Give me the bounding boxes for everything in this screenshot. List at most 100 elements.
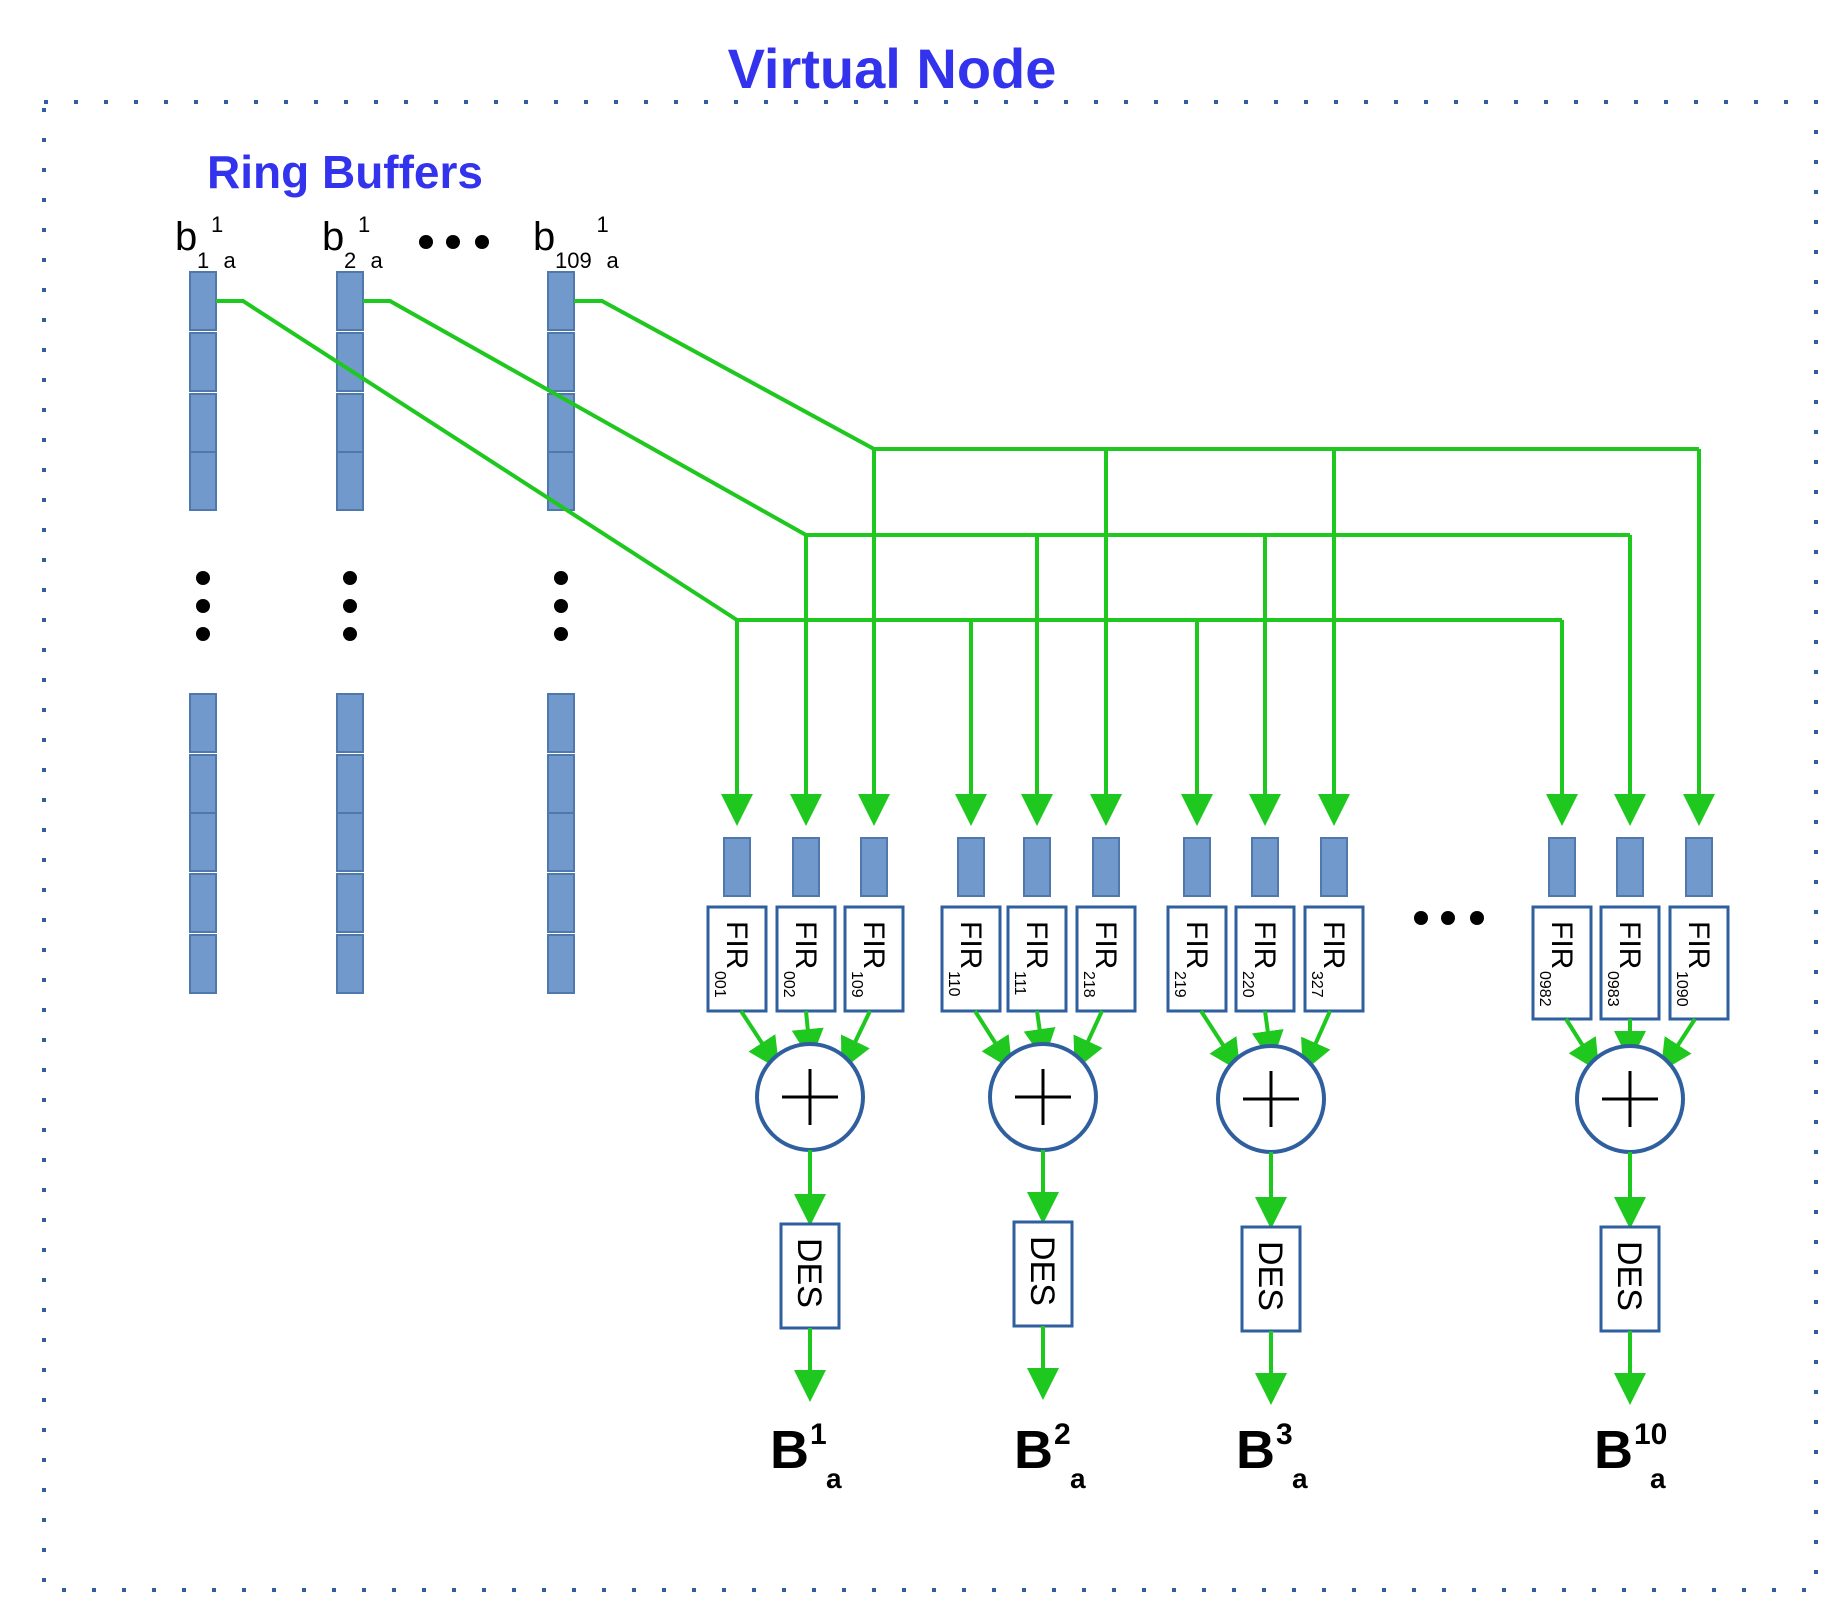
des-box [779,1222,841,1330]
wire-fir-to-sum [739,1009,780,1070]
des-label: DES [1610,1241,1648,1311]
buffer-cell [336,873,364,933]
buffer-label-sup: 1 [211,212,223,237]
wire-fir-to-sum [1564,1017,1600,1072]
fir-label-text: FIR [1089,921,1122,969]
fir-label-text: FIR [1613,921,1646,969]
wire-fir-to-sum [1199,1009,1241,1072]
buffer-cell [336,393,364,453]
fir-label-sub: 218 [1080,971,1097,998]
output-label-base: B [1236,1420,1275,1480]
buffer-label-sub: 1 [197,248,209,273]
buffer-cell [547,812,575,872]
fir-label-sub: 220 [1239,971,1256,998]
buffer-label-sup: 1 [358,212,370,237]
buffer-dot [343,599,357,613]
fir-label-sub: 111 [1011,971,1028,995]
buffer-cell [547,873,575,933]
buffer-cell [189,812,217,872]
fir-box [706,905,768,1013]
buffer-cell [189,754,217,814]
buffer-label-sub2: a [607,248,620,273]
buffer-label-sub2: a [224,248,237,273]
output-label-sub: a [1650,1463,1666,1494]
buffer-cell [189,873,217,933]
buffer-label-base: b [322,215,344,259]
ring-buffer-column [547,271,575,994]
fir-input-cell [1548,837,1576,897]
output-label-sub: a [1292,1463,1308,1494]
fir-label-text: FIR [1248,921,1281,969]
fir-label-sub: 002 [780,971,797,998]
des-label: DES [1023,1236,1061,1306]
des-label-text: DES [790,1238,828,1308]
fir-box [1006,905,1068,1013]
fir-label-text: FIR [720,921,753,969]
fir-label-sub: 001 [711,971,728,998]
fir-label-text: FIR [1020,921,1053,969]
fir-label: FIR 001 [711,921,753,998]
fir-label: FIR 111 [1011,921,1053,995]
fir-input-cell [1023,837,1051,897]
fir-box [1075,905,1137,1013]
buffer-label-sub: 2 [344,248,356,273]
buffer-dot [196,599,210,613]
des-label-text: DES [1251,1241,1289,1311]
output-label-sup: 10 [1634,1418,1667,1451]
sum-node [1575,1044,1685,1154]
buffer-dot [196,571,210,585]
fir-box [843,905,905,1013]
fir-label: FIR 0983 [1604,921,1646,1007]
buffer-label-sub: 109 [555,248,592,273]
output-label-sub: a [1070,1463,1086,1494]
fir-input-cell [1320,837,1348,897]
plus-icon [1015,1069,1071,1125]
des-label: DES [1251,1241,1289,1311]
fir-box [1599,905,1661,1021]
fir-label-sub: 327 [1308,971,1325,998]
sum-node [755,1042,865,1152]
wire-fir-to-sum [1660,1017,1697,1072]
fir-label: FIR 220 [1239,921,1281,998]
fir-label-text: FIR [789,921,822,969]
des-box [1599,1225,1661,1333]
buffer-cell [336,812,364,872]
wire-buffer2-bus [363,299,807,537]
sum-node [988,1042,1098,1152]
fir-label: FIR 218 [1080,921,1122,998]
fir-input-cell [1685,837,1713,897]
des-label-text: DES [1023,1236,1061,1306]
fir-input-cell [1183,837,1211,897]
output-label-sup: 1 [810,1418,827,1451]
fir-label-text: FIR [954,921,987,969]
buffer-cell [547,451,575,511]
fir-input-cell [792,837,820,897]
buffer-dot [196,627,210,641]
output-label-sup: 3 [1276,1418,1293,1451]
ring-buffer-column [189,271,217,994]
wire-fir-to-sum [840,1010,872,1071]
fir-label-sub: 0983 [1604,971,1621,1007]
buffer-dot [554,571,568,585]
fir-label-sub: 1090 [1673,971,1690,1007]
buffer-cell [547,693,575,753]
buffer-label-sub2: a [371,248,384,273]
wire-buffer3-bus [574,299,875,451]
des-label: DES [790,1238,828,1308]
buffer-dot [343,571,357,585]
des-box [1012,1220,1074,1328]
buffer-cell [336,754,364,814]
sum-node [1216,1044,1326,1154]
buffer-cell [189,693,217,753]
buffer-cell [189,934,217,994]
output-label-sub: a [826,1463,842,1494]
fir-label-text: FIR [1545,921,1578,969]
fir-label-text: FIR [1682,921,1715,969]
fir-label-sub: 0982 [1536,971,1553,1007]
buffer-cell [336,693,364,753]
buffer-cell [189,451,217,511]
